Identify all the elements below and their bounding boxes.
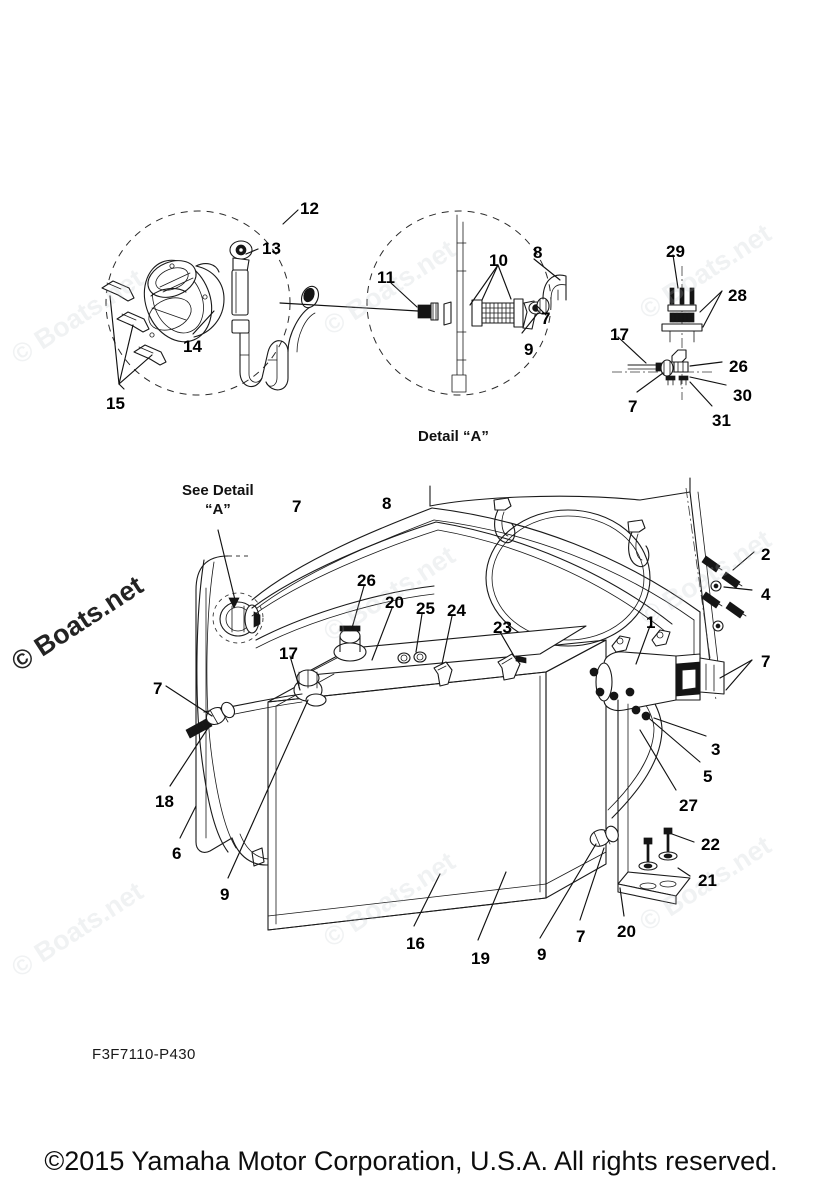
callout-20: 20 <box>385 593 404 612</box>
callout-16: 16 <box>406 934 425 953</box>
part-18-clamp <box>185 717 213 739</box>
callout-8: 8 <box>382 494 392 513</box>
part-7-clamp-left <box>205 701 236 726</box>
callout-7: 7 <box>541 309 551 328</box>
callout-7: 7 <box>628 397 638 416</box>
callout-2: 2 <box>761 545 771 564</box>
see-detail-line-1: See Detail <box>182 482 254 499</box>
part-1-pump-motor <box>589 629 725 721</box>
part-10-filter <box>471 298 524 328</box>
callout-7: 7 <box>576 927 586 946</box>
part-29-terminals <box>669 287 695 305</box>
callout-13: 13 <box>262 239 281 258</box>
valve-assembly-group <box>612 254 727 407</box>
callout-12: 12 <box>300 199 319 218</box>
bottom-clamps <box>589 825 619 847</box>
detail-circle-a-group <box>279 210 567 396</box>
callout-7: 7 <box>761 652 771 671</box>
callout-24: 24 <box>447 601 466 620</box>
callout-30: 30 <box>733 386 752 405</box>
part-2-4-bolts <box>701 555 747 632</box>
callout-10: 10 <box>489 251 508 270</box>
callout-27: 27 <box>679 796 698 815</box>
part-11-clamp <box>417 302 439 321</box>
callout-26: 26 <box>357 571 376 590</box>
callout-29: 29 <box>666 242 685 261</box>
callout-3: 3 <box>711 740 721 759</box>
fuel-lines <box>203 521 673 819</box>
callout-17: 17 <box>279 644 298 663</box>
callout-9: 9 <box>524 340 534 359</box>
see-detail-a-fitting <box>212 592 264 644</box>
callout-9: 9 <box>537 945 547 964</box>
callout-31: 31 <box>712 411 731 430</box>
callout-19: 19 <box>471 949 490 968</box>
part-26-grommet-top <box>333 625 367 662</box>
part-13-tube <box>229 240 253 316</box>
callout-4: 4 <box>761 585 771 604</box>
detail-circle-left-group <box>101 209 320 396</box>
callout-8: 8 <box>533 243 543 262</box>
callout-5: 5 <box>703 767 713 786</box>
callout-17: 17 <box>610 325 629 344</box>
part-16-fuel-tank <box>267 639 607 931</box>
callout-9: 9 <box>220 885 230 904</box>
hull-structure <box>195 477 721 867</box>
callout-6: 6 <box>172 844 182 863</box>
callout-21: 21 <box>698 871 717 890</box>
callout-25: 25 <box>416 599 435 618</box>
callout-26: 26 <box>729 357 748 376</box>
part-number-code: F3F7110-P430 <box>92 1046 196 1063</box>
part-8-hose <box>542 274 567 301</box>
callout-28: 28 <box>728 286 747 305</box>
main-assembly-group <box>165 477 755 941</box>
see-detail-line-2: “A” <box>204 500 231 518</box>
part-14-hose <box>231 285 320 391</box>
tank-top-fittings <box>299 625 587 687</box>
callout-14: 14 <box>183 337 202 356</box>
callout-1: 1 <box>646 613 656 632</box>
part-28-valve-body <box>661 304 703 343</box>
callout-20: 20 <box>617 922 636 941</box>
callout-7: 7 <box>153 679 163 698</box>
deck-clamps <box>493 497 650 568</box>
callout-22: 22 <box>701 835 720 854</box>
part-12-sender-flange <box>143 259 225 343</box>
callout-18: 18 <box>155 792 174 811</box>
callout-7: 7 <box>292 497 302 516</box>
part-17-hose <box>627 362 665 372</box>
detail-a-caption: Detail “A” <box>418 428 489 445</box>
callout-15: 15 <box>106 394 125 413</box>
copyright-footer: ©2015 Yamaha Motor Corporation, U.S.A. A… <box>44 1146 778 1176</box>
callout-11: 11 <box>377 268 395 287</box>
part-26-fitting <box>671 349 689 373</box>
part-30-31-fasteners <box>665 375 689 386</box>
see-detail-a-note: See Detail “A” <box>182 482 254 520</box>
callout-23: 23 <box>493 618 512 637</box>
bottom-right-bracket <box>617 699 691 905</box>
part-15-screws <box>101 280 167 390</box>
